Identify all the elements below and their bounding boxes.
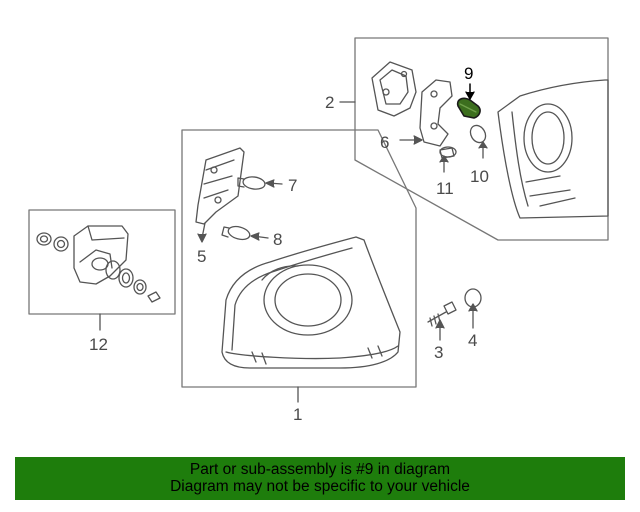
bulb-socket-part-9-highlighted[interactable]	[456, 83, 481, 119]
callout-7: 7	[288, 176, 297, 195]
sub-assembly-panel	[28, 209, 176, 331]
callout-3: 3	[434, 343, 443, 362]
banner-line-1: Part or sub-assembly is #9 in diagram	[189, 461, 451, 478]
callout-9: 9	[464, 64, 473, 83]
screw-part-3[interactable]	[427, 301, 457, 341]
callout-11: 11	[436, 179, 454, 198]
callout-4: 4	[468, 331, 477, 350]
bulb-part-8[interactable]	[221, 224, 269, 241]
inner-lamp-panel	[339, 37, 609, 241]
inner-lamp-lens	[497, 79, 609, 219]
tail-lamp-lens-part-1[interactable]	[221, 236, 401, 369]
callout-5: 5	[197, 247, 206, 266]
socket-bracket-part-5[interactable]	[195, 147, 245, 243]
gasket-shape	[371, 61, 417, 117]
callout-8: 8	[273, 230, 282, 249]
callout-2: 2	[325, 93, 334, 112]
callout-1: 1	[293, 405, 302, 424]
bulb-part-10[interactable]	[467, 123, 488, 159]
banner-line-2: Diagram may not be specific to your vehi…	[170, 478, 470, 495]
bulb-holder-bracket-part-6[interactable]	[399, 79, 453, 147]
callout-12: 12	[89, 335, 108, 354]
callout-10: 10	[470, 167, 489, 186]
cap-part-4[interactable]	[464, 288, 482, 329]
part-info-banner: Part or sub-assembly is #9 in diagram Di…	[15, 457, 625, 500]
back-up-lamp-sub-assembly-part-12[interactable]	[36, 225, 161, 303]
tail-lamp-assembly-panel	[181, 129, 417, 388]
bulb-part-7[interactable]	[237, 176, 283, 191]
callout-6: 6	[380, 133, 389, 152]
bulb-part-11[interactable]	[439, 146, 457, 173]
